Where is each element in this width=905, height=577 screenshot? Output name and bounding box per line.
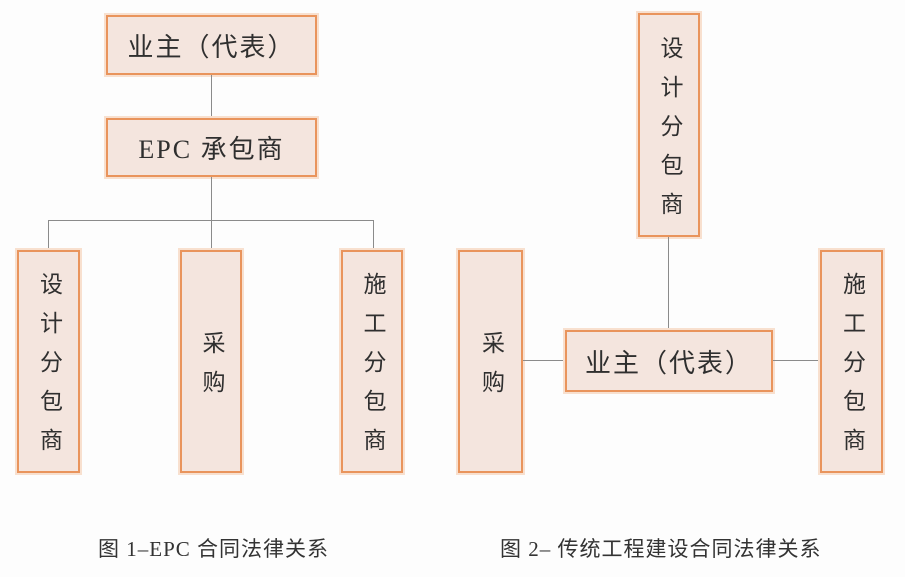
fig2-owner-label: 业主（代表） <box>584 348 753 378</box>
fig1-construction-subcontractor-box: 施工分包商 <box>341 250 403 473</box>
fig1-branch-bar <box>48 220 374 221</box>
fig1-connector-epc-branch <box>211 177 212 250</box>
fig1-construction-subcontractor-label: 施工分包商 <box>360 272 385 467</box>
fig2-connector-design-owner <box>668 237 669 330</box>
fig1-owner-label: 业主（代表） <box>127 32 296 62</box>
fig2-design-subcontractor-box: 设计分包商 <box>638 13 700 237</box>
fig2-connector-owner-construction <box>773 360 820 361</box>
fig2-procurement-label: 采购 <box>478 330 504 409</box>
fig1-connector-owner-epc <box>211 75 212 118</box>
fig1-design-subcontractor-label: 设计分包商 <box>36 272 62 467</box>
fig1-procurement-box: 采购 <box>180 250 242 473</box>
fig2-construction-subcontractor-label: 施工分包商 <box>839 272 865 467</box>
fig2-design-subcontractor-label: 设计分包商 <box>657 35 682 231</box>
fig1-design-subcontractor-box: 设计分包商 <box>17 250 80 473</box>
fig2-connector-procurement-owner <box>523 360 565 361</box>
fig1-stub-construction <box>373 220 374 250</box>
fig1-procurement-label: 采购 <box>199 330 224 409</box>
fig1-caption: 图 1–EPC 合同法律关系 <box>98 537 330 561</box>
fig2-caption: 图 2– 传统工程建设合同法律关系 <box>500 537 822 561</box>
fig2-owner-box: 业主（代表） <box>565 330 773 392</box>
fig2-construction-subcontractor-box: 施工分包商 <box>820 250 883 473</box>
fig1-epc-contractor-label: EPC 承包商 <box>138 135 285 164</box>
fig1-epc-contractor-box: EPC 承包商 <box>106 118 317 177</box>
fig2-procurement-box: 采购 <box>458 250 523 473</box>
fig1-owner-box: 业主（代表） <box>106 15 317 75</box>
fig1-stub-design <box>48 220 49 250</box>
